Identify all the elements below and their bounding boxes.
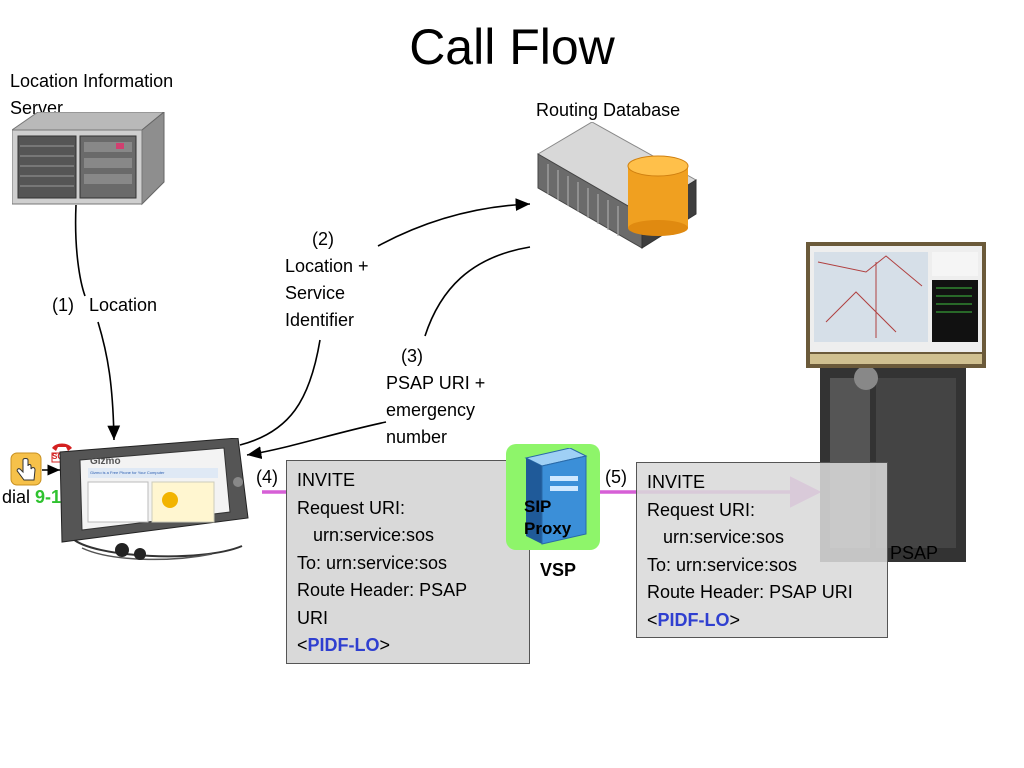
invite-right-route: Route Header: PSAP URI [647, 582, 853, 602]
flow-2-query-arrow [377, 198, 531, 247]
pidf-lo-label: PIDF-LO [657, 609, 730, 630]
handheld-device-icon [59, 438, 249, 561]
step-3-line1: PSAP URI + [386, 373, 486, 393]
flow-3-device-arrow [246, 421, 387, 460]
step-1-number: (1) [52, 295, 74, 315]
step-3-number: (3) [401, 346, 423, 366]
hand-pointer-icon [10, 452, 42, 486]
lt-bracket: < [647, 609, 658, 630]
vsp-label: VSP [540, 560, 577, 580]
step-2-line3: Identifier [285, 310, 355, 330]
step-1-label: Location [89, 295, 158, 315]
invite-left-route-line2: URI [297, 607, 328, 628]
step-4-number: (4) [256, 467, 278, 487]
invite-left-route-line1: Route Header: PSAP [297, 580, 468, 600]
server-rack-icon [12, 112, 165, 206]
flow-3-response-arrow [424, 246, 531, 337]
invite-left-request-uri: Request URI: [297, 497, 406, 518]
step-2-line2: Service [285, 283, 346, 303]
lis-label-line1: Location Information [10, 71, 174, 91]
invite-right-pidf-line: <PIDF-LO> [647, 607, 877, 635]
invite-left-to: To: urn:service:sos [297, 552, 448, 573]
step-5-number: (5) [605, 467, 627, 487]
step-3-line2: emergency [386, 400, 476, 420]
device-screen-headline: Gizmo is a Free Phone for Your Computer [90, 470, 165, 475]
invite-right-urn: urn:service:sos [663, 527, 785, 547]
sip-proxy-label-line1: SIP [524, 497, 552, 516]
invite-left-pidf-line: <PIDF-LO> [297, 632, 519, 660]
invite-message-right: INVITE Request URI: urn:service:sos To: … [636, 462, 888, 638]
diagram-title: Call Flow [409, 19, 615, 75]
gt-bracket: > [379, 635, 391, 655]
step-3-line3: number [386, 427, 448, 447]
database-server-icon [537, 122, 697, 249]
step-2-line1: Location + [285, 256, 369, 276]
flow-2-device-link [239, 339, 321, 446]
gt-bracket: > [729, 609, 741, 630]
sip-proxy-label-line2: Proxy [524, 519, 572, 538]
routing-db-label: Routing Database [536, 100, 681, 120]
dial-prefix: dial [2, 487, 31, 507]
step-2-number: (2) [312, 229, 334, 249]
lt-bracket: < [297, 635, 308, 655]
psap-label: PSAP [890, 543, 939, 563]
invite-right-to: To: urn:service:sos [647, 554, 798, 575]
device-brand: Gizmo [90, 456, 121, 467]
sip-proxy-server-icon [524, 448, 588, 545]
flow-1-location-arrow [74, 204, 114, 440]
invite-left-method: INVITE [297, 470, 356, 490]
pidf-lo-label: PIDF-LO [307, 635, 380, 655]
invite-right-request-uri: Request URI: [647, 499, 756, 520]
invite-right-method: INVITE [647, 472, 706, 492]
invite-left-urn: urn:service:sos [313, 525, 435, 545]
invite-message-left: INVITE Request URI: urn:service:sos To: … [286, 460, 530, 664]
